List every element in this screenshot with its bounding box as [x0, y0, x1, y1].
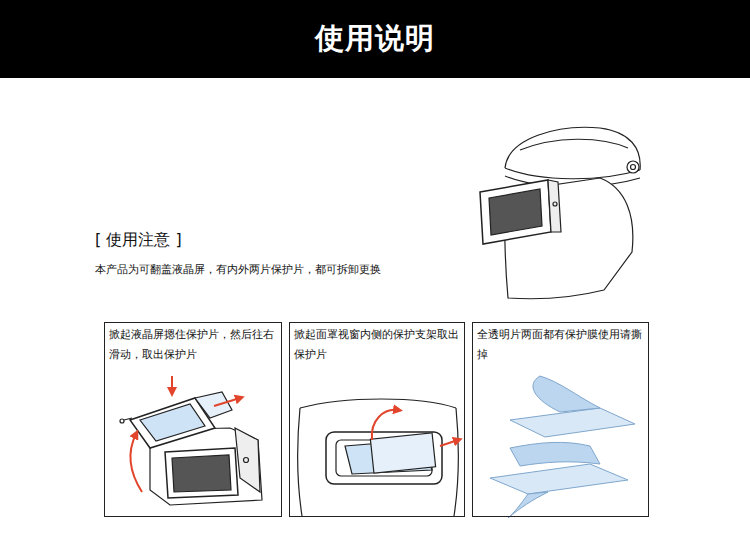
page-title: 使用说明: [315, 19, 435, 59]
panel1-drawing: [120, 392, 262, 505]
panel-text: 掀起面罩视窗内侧的保护支架取出保护片: [290, 323, 464, 365]
instruction-panel: 掀起液晶屏摁住保护片，然后往右滑动，取出保护片: [104, 322, 282, 517]
panel3-drawing: [490, 376, 635, 518]
panel-text: 全透明片两面都有保护膜使用请撕掉: [473, 323, 648, 365]
panel-text: 掀起液晶屏摁住保护片，然后往右滑动，取出保护片: [105, 323, 281, 365]
panel2-arrows: [372, 410, 458, 446]
instruction-panel: 全透明片两面都有保护膜使用请撕掉: [472, 322, 649, 517]
title-banner: [0, 0, 750, 78]
note-text: 本产品为可翻盖液晶屏，有内外两片保护片，都可拆卸更换: [95, 262, 381, 277]
section-heading: [ 使用注意 ]: [95, 230, 182, 251]
panel2-drawing: [298, 399, 458, 516]
instruction-panel: 掀起面罩视窗内侧的保护支架取出保护片: [289, 322, 465, 517]
helmet-drawing: [480, 127, 640, 298]
panel1-arrows: [131, 376, 240, 492]
